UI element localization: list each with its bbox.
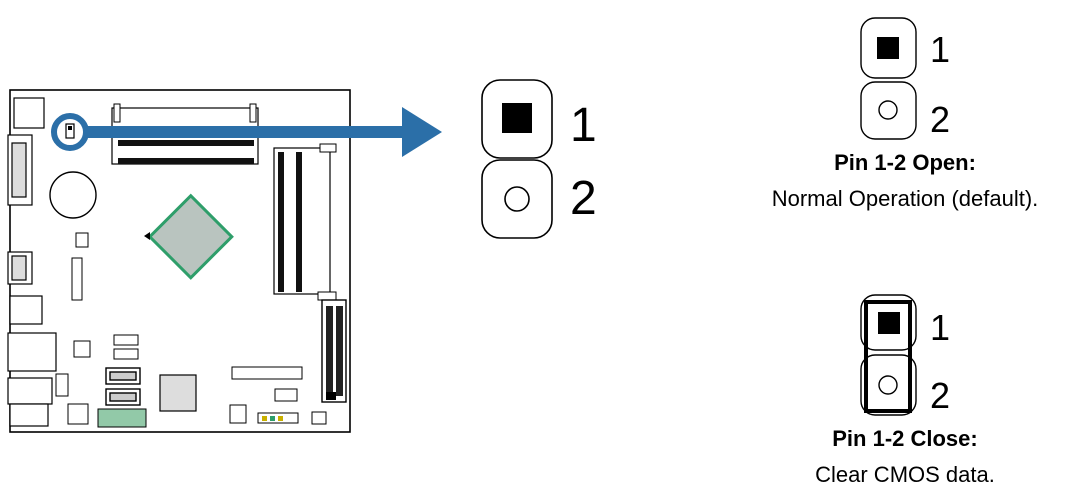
jumper-cap-icon [864, 300, 912, 413]
large-jumper: 1 2 [481, 79, 597, 239]
square-pin-icon [877, 37, 899, 59]
motherboard-icon [7, 89, 351, 433]
close-jumper-pin1-label: 1 [930, 307, 950, 348]
arrow-right-icon [86, 107, 442, 157]
close-jumper-title: Pin 1-2 Close: [832, 426, 977, 451]
cpu-chip [144, 193, 234, 280]
open-jumper-pin2-label: 2 [930, 99, 950, 140]
round-pin-icon [878, 375, 898, 395]
large-jumper-pin1-label: 1 [570, 99, 597, 152]
square-pin-icon [878, 312, 900, 334]
cmos-battery [49, 171, 97, 219]
close-jumper-description: Clear CMOS data. [815, 462, 995, 487]
open-jumper-description: Normal Operation (default). [772, 186, 1039, 211]
open-jumper: 1 2 Pin 1-2 Open: Normal Operation (defa… [772, 17, 1039, 211]
headers [55, 232, 327, 425]
round-pin-icon [504, 186, 530, 212]
memory-slot-vertical [273, 143, 337, 301]
chipset [159, 374, 197, 412]
open-jumper-pin1-label: 1 [930, 29, 950, 70]
close-jumper: 1 2 Pin 1-2 Close: Clear CMOS data. [815, 294, 995, 487]
pcie-slot [97, 408, 147, 428]
close-jumper-pin2-label: 2 [930, 375, 950, 416]
large-jumper-pin2-label: 2 [570, 172, 597, 225]
open-jumper-title: Pin 1-2 Open: [834, 150, 976, 175]
io-ports [7, 97, 57, 427]
sata-ports [105, 367, 141, 406]
atx-power-connector [321, 299, 347, 403]
square-pin-icon [502, 103, 532, 133]
onboard-jumper [65, 123, 75, 139]
round-pin-icon [878, 100, 898, 120]
front-panel-header [257, 412, 299, 424]
